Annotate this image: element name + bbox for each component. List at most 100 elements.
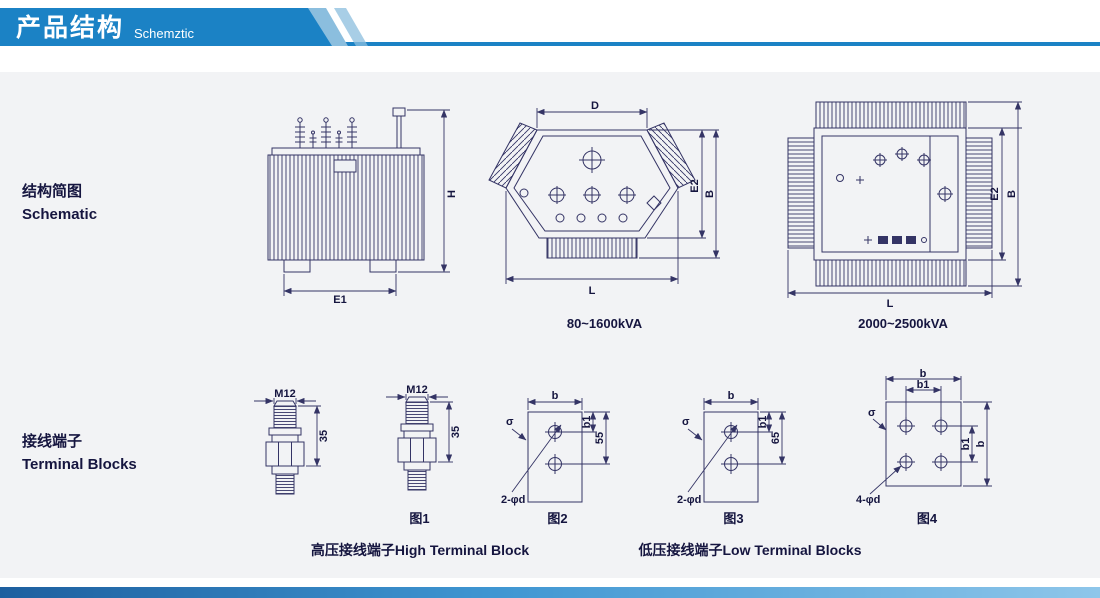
thickness-leader xyxy=(872,418,887,431)
caption-fig4: 图4 xyxy=(916,511,938,526)
hv-bushings xyxy=(295,117,357,148)
terminal-plate-fig3: 2-φd σ b b1 65 xyxy=(677,390,786,506)
banner-title-block: 产品结构 Schemztic xyxy=(0,8,332,46)
caption-fig3: 图3 xyxy=(723,511,744,526)
dim-label-E1: E1 xyxy=(333,294,346,306)
terminal-plate-fig2: 2-φd σ b b1 55 xyxy=(501,390,610,506)
dim-B-lines xyxy=(639,129,720,259)
thickness-leader xyxy=(511,428,527,441)
stud-thread xyxy=(273,405,297,429)
caption-fig2: 图2 xyxy=(547,511,568,526)
base-foot-left xyxy=(283,259,311,273)
stud-stem xyxy=(275,473,295,495)
dim-label-35: 35 xyxy=(318,430,330,442)
dim-label-65: 65 xyxy=(770,432,782,444)
holes-label: 2-φd xyxy=(501,494,525,506)
dim-label-B: B xyxy=(704,190,716,198)
dim-label-b1-inner: b1 xyxy=(917,379,930,391)
dim-label-55: 55 xyxy=(594,432,606,444)
dim-L-lines xyxy=(787,250,993,298)
transformer-top-view-small: D E2 B L xyxy=(488,100,720,297)
page-title: 产品结构 xyxy=(16,14,125,42)
fins-bottom xyxy=(546,237,638,259)
dim-L-lines xyxy=(505,191,679,284)
fins-right xyxy=(646,122,696,189)
dim-label-b-right: b xyxy=(975,440,987,447)
section-label-terminal: 接线端子 Terminal Blocks xyxy=(22,430,137,477)
dim-label-M12: M12 xyxy=(274,388,295,400)
oil-gauge xyxy=(333,159,357,173)
caption-large-kva: 2000~2500kVA xyxy=(858,316,948,331)
fins-right xyxy=(965,137,993,249)
dim-E1-lines xyxy=(283,274,397,296)
stud-stem xyxy=(407,469,427,491)
dim-M12-lines xyxy=(386,393,448,401)
dim-b-lines xyxy=(703,398,759,410)
stud-thread xyxy=(405,401,429,425)
dim-label-L: L xyxy=(887,298,894,310)
section-label-terminal-en: Terminal Blocks xyxy=(22,456,137,474)
dim-b-lines xyxy=(527,398,583,410)
dim-b1-inner-lines xyxy=(905,386,942,418)
dim-b-right-lines xyxy=(963,401,992,487)
plate-body xyxy=(703,411,759,503)
dim-label-b: b xyxy=(552,390,559,402)
dim-65-lines xyxy=(738,411,786,465)
dim-label-b1-right: b1 xyxy=(960,438,972,451)
dim-H-lines xyxy=(398,109,450,273)
cover-details xyxy=(836,147,953,202)
cover-details xyxy=(519,147,662,223)
content-background xyxy=(0,72,1100,578)
caption-low-voltage: 低压接线端子Low Terminal Blocks xyxy=(638,542,862,558)
transformer-top-view-large: E2 B L xyxy=(787,101,1022,310)
terminal-stud-a: M12 35 xyxy=(254,388,330,495)
dim-label-L: L xyxy=(589,285,596,297)
thickness-leader xyxy=(687,428,703,441)
fins-top xyxy=(815,101,967,129)
dim-b1-right-lines xyxy=(947,425,978,463)
dim-label-E2: E2 xyxy=(689,179,701,192)
holes-label: 2-φd xyxy=(677,494,701,506)
fins-left xyxy=(787,137,815,249)
section-label-schematic-cn: 结构简图 xyxy=(22,183,83,200)
banner-underline xyxy=(0,42,1100,46)
holes-label: 4-φd xyxy=(856,494,880,506)
holes-leader xyxy=(687,424,738,493)
dim-label-H: H xyxy=(446,190,458,198)
plate-body xyxy=(527,411,583,503)
caption-small-kva: 80~1600kVA xyxy=(566,316,643,331)
page-subtitle: Schemztic xyxy=(134,26,194,41)
dim-label-35: 35 xyxy=(450,426,462,438)
thickness-label: σ xyxy=(506,416,514,428)
thickness-label: σ xyxy=(682,416,690,428)
thickness-label: σ xyxy=(868,407,876,419)
dim-label-b1: b1 xyxy=(757,416,769,429)
terminal-plate-fig4: b b1 b1 b 4-φd σ xyxy=(856,368,992,506)
bottom-accent-bar xyxy=(0,587,1100,598)
caption-high-voltage: 高压接线端子High Terminal Block xyxy=(310,542,530,558)
section-label-schematic: 结构简图 Schematic xyxy=(22,180,97,227)
dim-55-lines xyxy=(562,411,610,465)
dim-M12-lines xyxy=(254,397,316,405)
tank-cover xyxy=(271,147,421,156)
dim-label-b-outer: b xyxy=(920,368,927,380)
section-label-schematic-en: Schematic xyxy=(22,206,98,224)
section-label-terminal-cn: 接线端子 xyxy=(22,433,83,450)
dim-E2-lines xyxy=(968,127,1022,261)
base-foot-right xyxy=(369,259,397,273)
dim-35-lines xyxy=(298,405,321,467)
dim-E2-lines xyxy=(647,129,719,239)
fins-left xyxy=(488,122,538,189)
header-banner: 产品结构 Schemztic xyxy=(0,0,1100,52)
dim-35-lines xyxy=(430,401,453,463)
dim-label-B: B xyxy=(1006,190,1018,198)
holes-leader xyxy=(869,465,902,495)
stud-body xyxy=(265,400,305,475)
dim-label-b1: b1 xyxy=(581,416,593,429)
dim-label-b: b xyxy=(728,390,735,402)
dim-label-M12: M12 xyxy=(406,384,427,396)
tank-outline xyxy=(813,127,967,261)
tank-outline xyxy=(505,129,679,239)
dim-b-outer-lines xyxy=(885,375,962,400)
